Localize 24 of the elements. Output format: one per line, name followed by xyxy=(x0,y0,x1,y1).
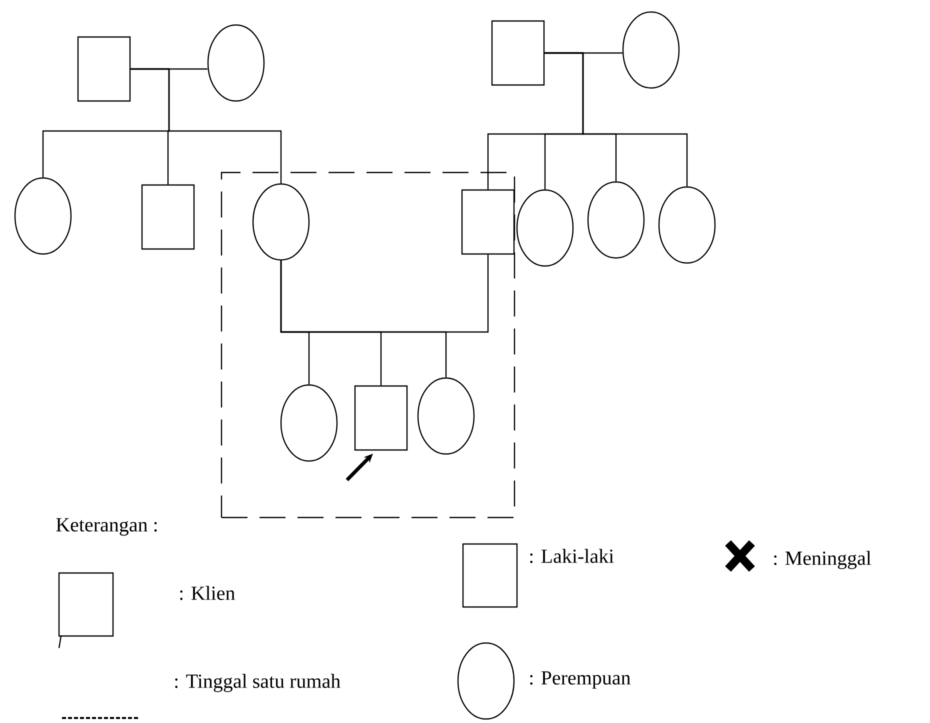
legend-text: : Laki-laki xyxy=(530,548,614,564)
female-circle xyxy=(622,11,680,89)
female-circle xyxy=(587,181,645,259)
legend-text: : Meninggal xyxy=(774,550,872,570)
female-circle xyxy=(252,183,310,261)
male-square xyxy=(354,385,408,451)
legend-text: : Perempuan xyxy=(530,671,630,689)
descent-line xyxy=(130,68,282,184)
female-circle xyxy=(207,24,265,102)
male-square xyxy=(141,184,195,250)
household-boundary xyxy=(220,172,516,518)
female-circle xyxy=(417,377,475,455)
male-square xyxy=(461,189,515,255)
male-square xyxy=(77,36,131,102)
legend-text: : Tinggal satu rumah xyxy=(175,674,340,692)
descent-line xyxy=(544,52,688,186)
legend-heading: Keterangan : xyxy=(56,518,157,536)
female-circle xyxy=(280,384,338,462)
descent-line xyxy=(280,260,447,378)
female-circle xyxy=(658,186,716,264)
male-square xyxy=(491,20,545,86)
female-circle xyxy=(14,177,72,255)
legend-text: : Klien xyxy=(180,586,235,600)
female-circle xyxy=(516,189,574,267)
